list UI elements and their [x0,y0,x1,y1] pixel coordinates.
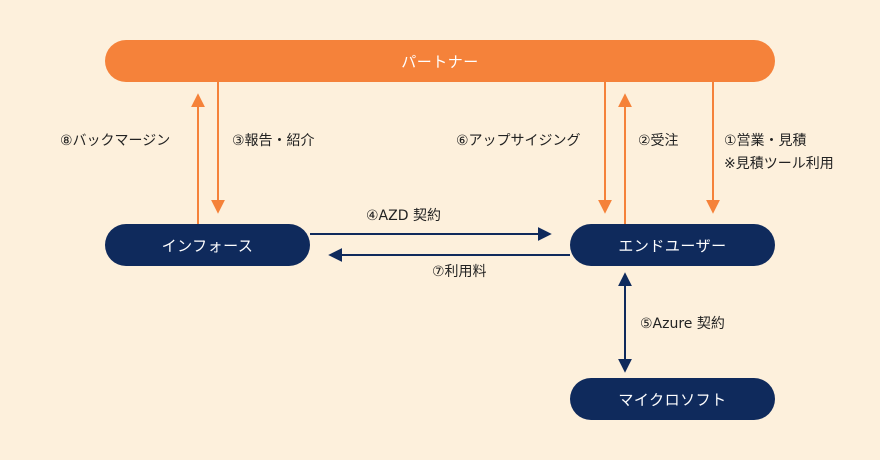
infoforce-node: インフォース [105,224,310,266]
infoforce-label: インフォース [161,236,254,255]
end-user-node: エンドユーザー [570,224,775,266]
microsoft-node: マイクロソフト [570,378,775,420]
edge-label-sales-estimate: ①営業・見積 [724,133,807,149]
end-user-label: エンドユーザー [618,236,727,255]
partner-label: パートナー [401,52,479,71]
edge-label-order: ②受注 [638,133,679,149]
partner-node: パートナー [105,40,775,82]
edge-label-back-margin: ⑧バックマージン [60,133,171,149]
edge-label-azure-contract: ⑤Azure 契約 [640,316,725,332]
edge-label-upsizing: ⑥アップサイジング [456,133,581,149]
edge-label-report-intro: ③報告・紹介 [232,133,315,149]
edge-label-azd-contract: ④AZD 契約 [366,208,441,224]
edge-label-estimate-tool: ※見積ツール利用 [724,156,834,172]
edge-label-usage-fee: ⑦利用料 [432,264,487,280]
microsoft-label: マイクロソフト [618,390,727,409]
